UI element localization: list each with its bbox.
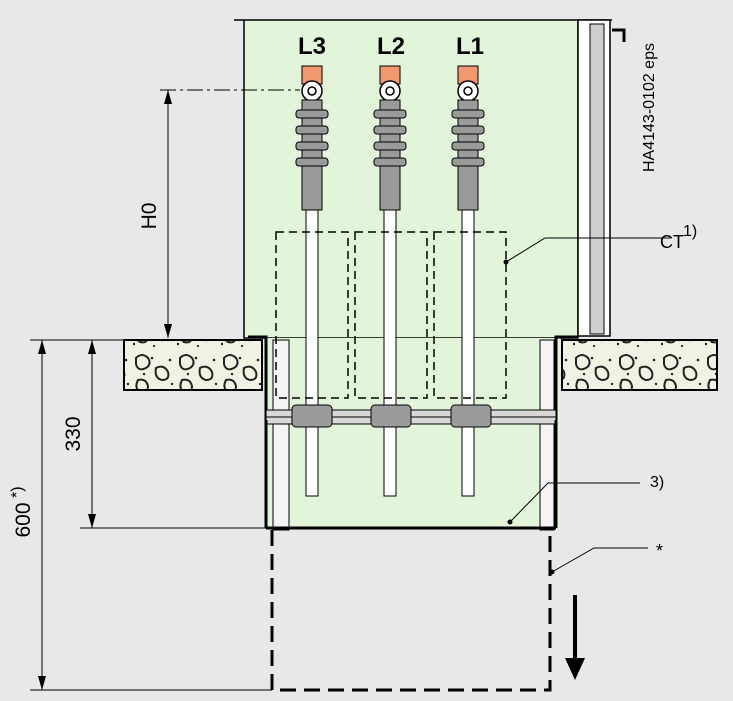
pit-rail-left: [272, 339, 290, 531]
ct-outline-l2: [354, 231, 428, 399]
callout-note-3: 3): [650, 474, 664, 491]
dimension-600: 600: [12, 502, 35, 537]
cable-l3: [291, 65, 333, 497]
ct-leader: [505, 237, 670, 263]
phase-label-l3: L3: [298, 33, 326, 60]
cable-body-l2: [383, 209, 397, 497]
drawing-reference-code: HA4143-0102 eps: [641, 43, 658, 172]
callout-ct: CT: [660, 232, 684, 252]
dimension-600-group: 600 *): [9, 486, 35, 537]
cable-pit: [248, 335, 578, 531]
floor-slab-right: [561, 339, 718, 391]
phase-label-l2: L2: [377, 33, 405, 60]
cable-clamp-l3: [291, 404, 333, 428]
ct-outline-l1: [433, 231, 507, 399]
ct-outline-l3: [275, 231, 349, 399]
cable-assembly: [291, 65, 492, 497]
downward-arrow: [565, 595, 585, 680]
callout-ct-superscript: 1): [683, 223, 697, 240]
dimension-lines: [30, 89, 300, 691]
pit-rail-right: [539, 339, 555, 531]
cable-body-l1: [461, 209, 475, 497]
dimension-600-note: *): [9, 486, 26, 498]
cable-basement-outline: [270, 530, 552, 692]
switchgear-panel: [234, 19, 626, 339]
star-leader: [551, 547, 648, 573]
floor-slab-left: [123, 339, 263, 391]
current-transformers: [275, 231, 507, 399]
cable-l1: [450, 65, 492, 497]
callout-leaders: [503, 237, 670, 575]
cable-clamp-l1: [450, 404, 492, 428]
panel-body: [243, 19, 579, 339]
concrete-floor: [123, 339, 718, 391]
callout-star: *: [656, 541, 663, 561]
cable-l2: [370, 65, 412, 497]
dimension-330: 330: [62, 416, 85, 451]
dimension-h0: H0: [138, 203, 161, 230]
cable-clamp-l2: [370, 404, 412, 428]
cable-body-l3: [305, 209, 319, 497]
phase-label-l1: L1: [456, 33, 484, 60]
note3-leader: [509, 482, 640, 523]
